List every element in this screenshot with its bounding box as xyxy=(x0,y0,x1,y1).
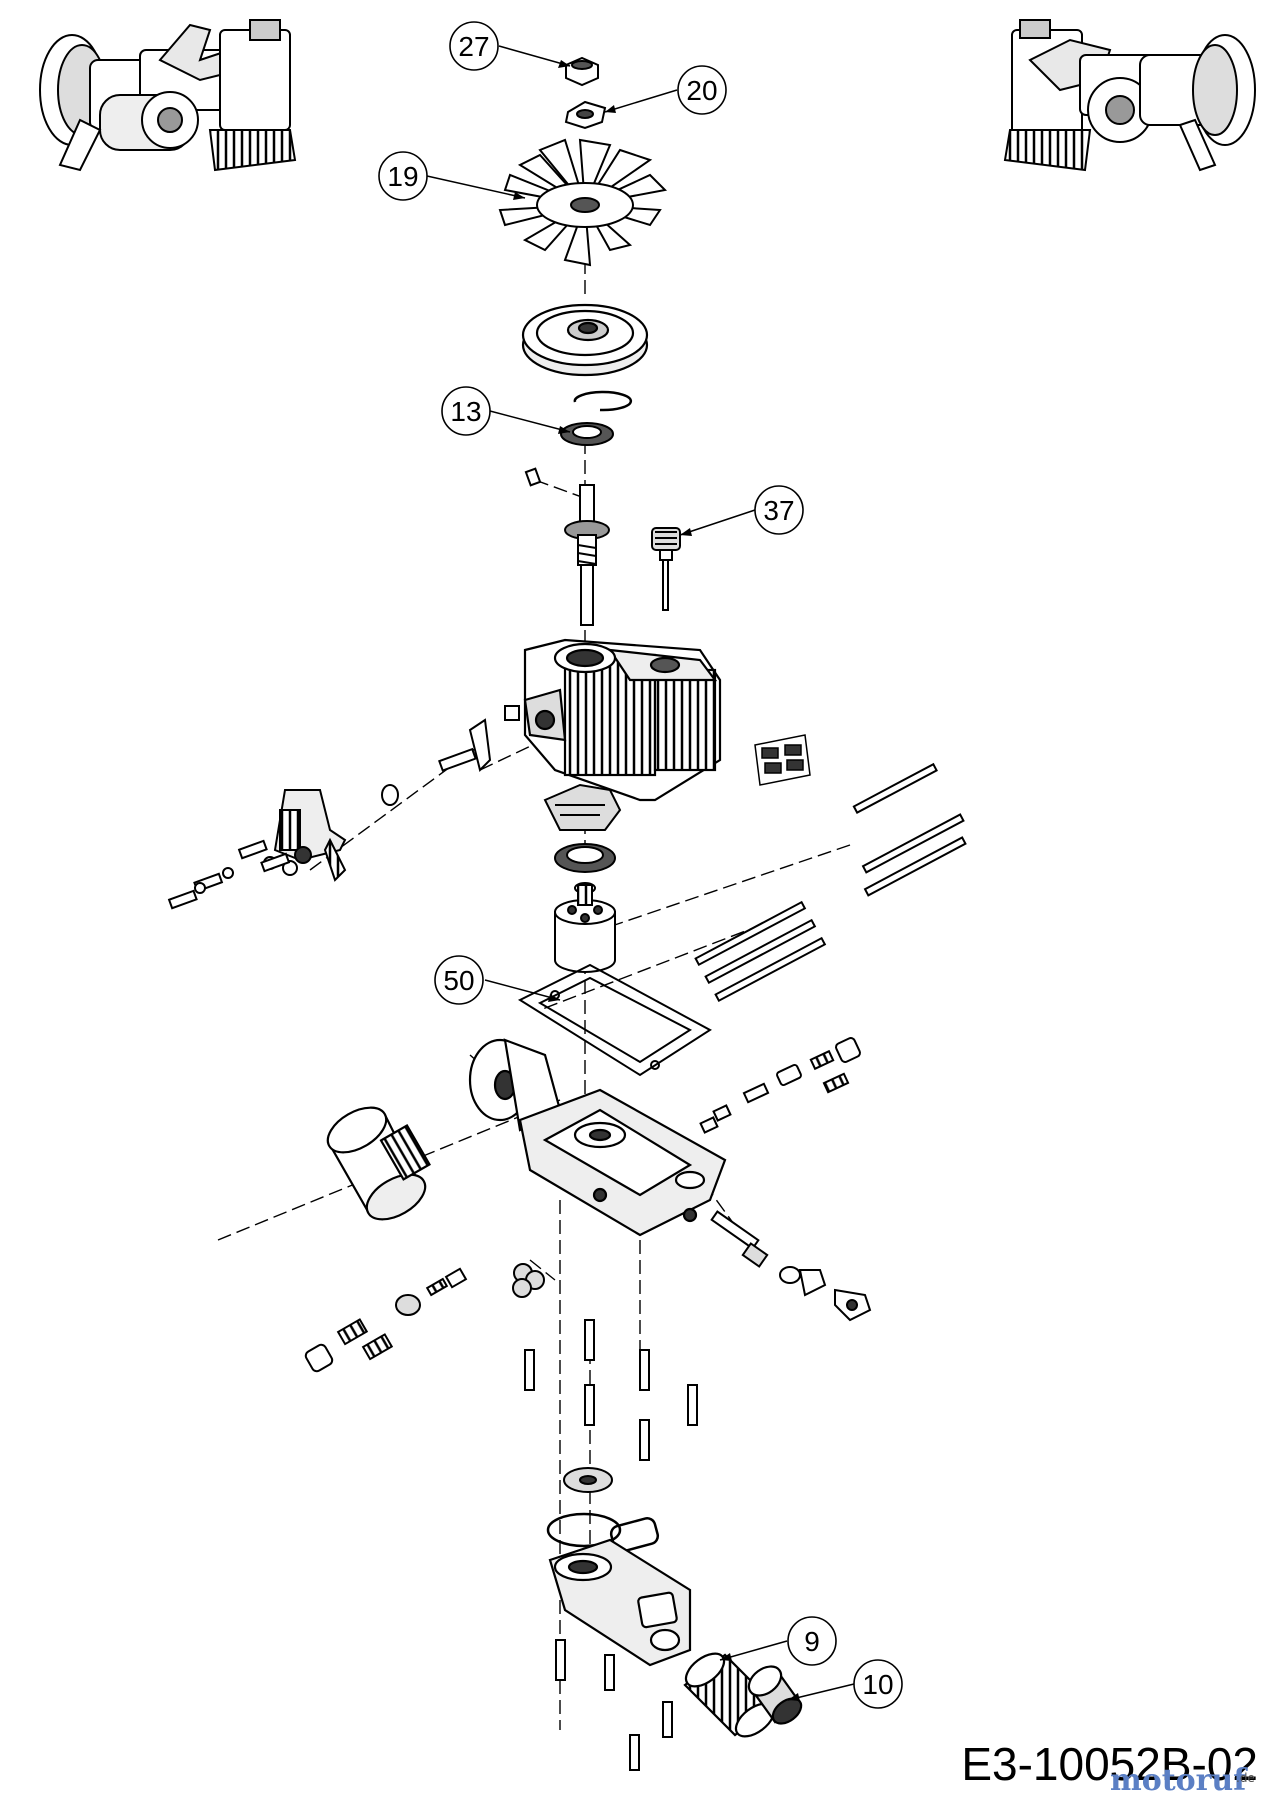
leader-lines xyxy=(426,45,855,1701)
watermark-logo: motoruf .de xyxy=(1110,1763,1255,1798)
o-ring xyxy=(546,1512,622,1548)
callout-27[interactable]: 27 xyxy=(449,21,499,71)
leader-arrowheads xyxy=(513,60,800,1701)
svg-text:50: 50 xyxy=(443,965,474,996)
filter-base xyxy=(548,1538,692,1667)
svg-text:37: 37 xyxy=(763,495,794,526)
cylinder-block xyxy=(554,884,616,973)
callout-19[interactable]: 19 xyxy=(378,151,428,201)
part-27-nut xyxy=(565,56,599,87)
drawing-number: E3-10052B-02 xyxy=(961,1738,1258,1790)
svg-text:10: 10 xyxy=(862,1669,893,1700)
valve-fittings-right xyxy=(699,1037,872,1322)
bolts-lower xyxy=(524,1319,698,1771)
svg-text:20: 20 xyxy=(686,75,717,106)
valve-fittings-left xyxy=(304,1263,545,1373)
assembled-view-right xyxy=(1003,19,1256,172)
upper-housing xyxy=(523,638,722,802)
part-20-washer xyxy=(564,100,607,130)
assembled-view-left xyxy=(39,19,297,172)
part-37-dipstick-cap xyxy=(651,527,681,611)
filter-canister xyxy=(326,1106,431,1221)
svg-text:9: 9 xyxy=(804,1626,820,1657)
part-19-fan xyxy=(498,138,668,267)
key xyxy=(524,467,542,487)
part-10-filter-cap xyxy=(747,1665,803,1725)
callout-20[interactable]: 20 xyxy=(677,65,727,115)
callout-37[interactable]: 37 xyxy=(754,485,804,535)
svg-text:.de: .de xyxy=(1236,1771,1255,1785)
decal-label xyxy=(754,734,811,786)
callout-9[interactable]: 9 xyxy=(787,1616,837,1666)
charge-pump-rotor xyxy=(563,1467,613,1493)
part-13-bearing xyxy=(560,422,614,446)
svg-text:13: 13 xyxy=(450,396,481,427)
callout-13[interactable]: 13 xyxy=(441,386,491,436)
svg-text:19: 19 xyxy=(387,161,418,192)
long-bolts xyxy=(694,762,967,1003)
control-linkage xyxy=(167,705,520,910)
retaining-ring xyxy=(573,390,633,412)
svg-text:motoruf: motoruf xyxy=(1110,1763,1248,1798)
svg-text:27: 27 xyxy=(458,31,489,62)
part-50-gasket xyxy=(517,963,712,1077)
center-section xyxy=(468,1038,727,1237)
trunnion-cover xyxy=(543,783,622,831)
callout-10[interactable]: 10 xyxy=(853,1659,903,1709)
callout-50[interactable]: 50 xyxy=(434,955,484,1005)
input-shaft xyxy=(564,484,610,626)
pulley xyxy=(521,303,649,377)
